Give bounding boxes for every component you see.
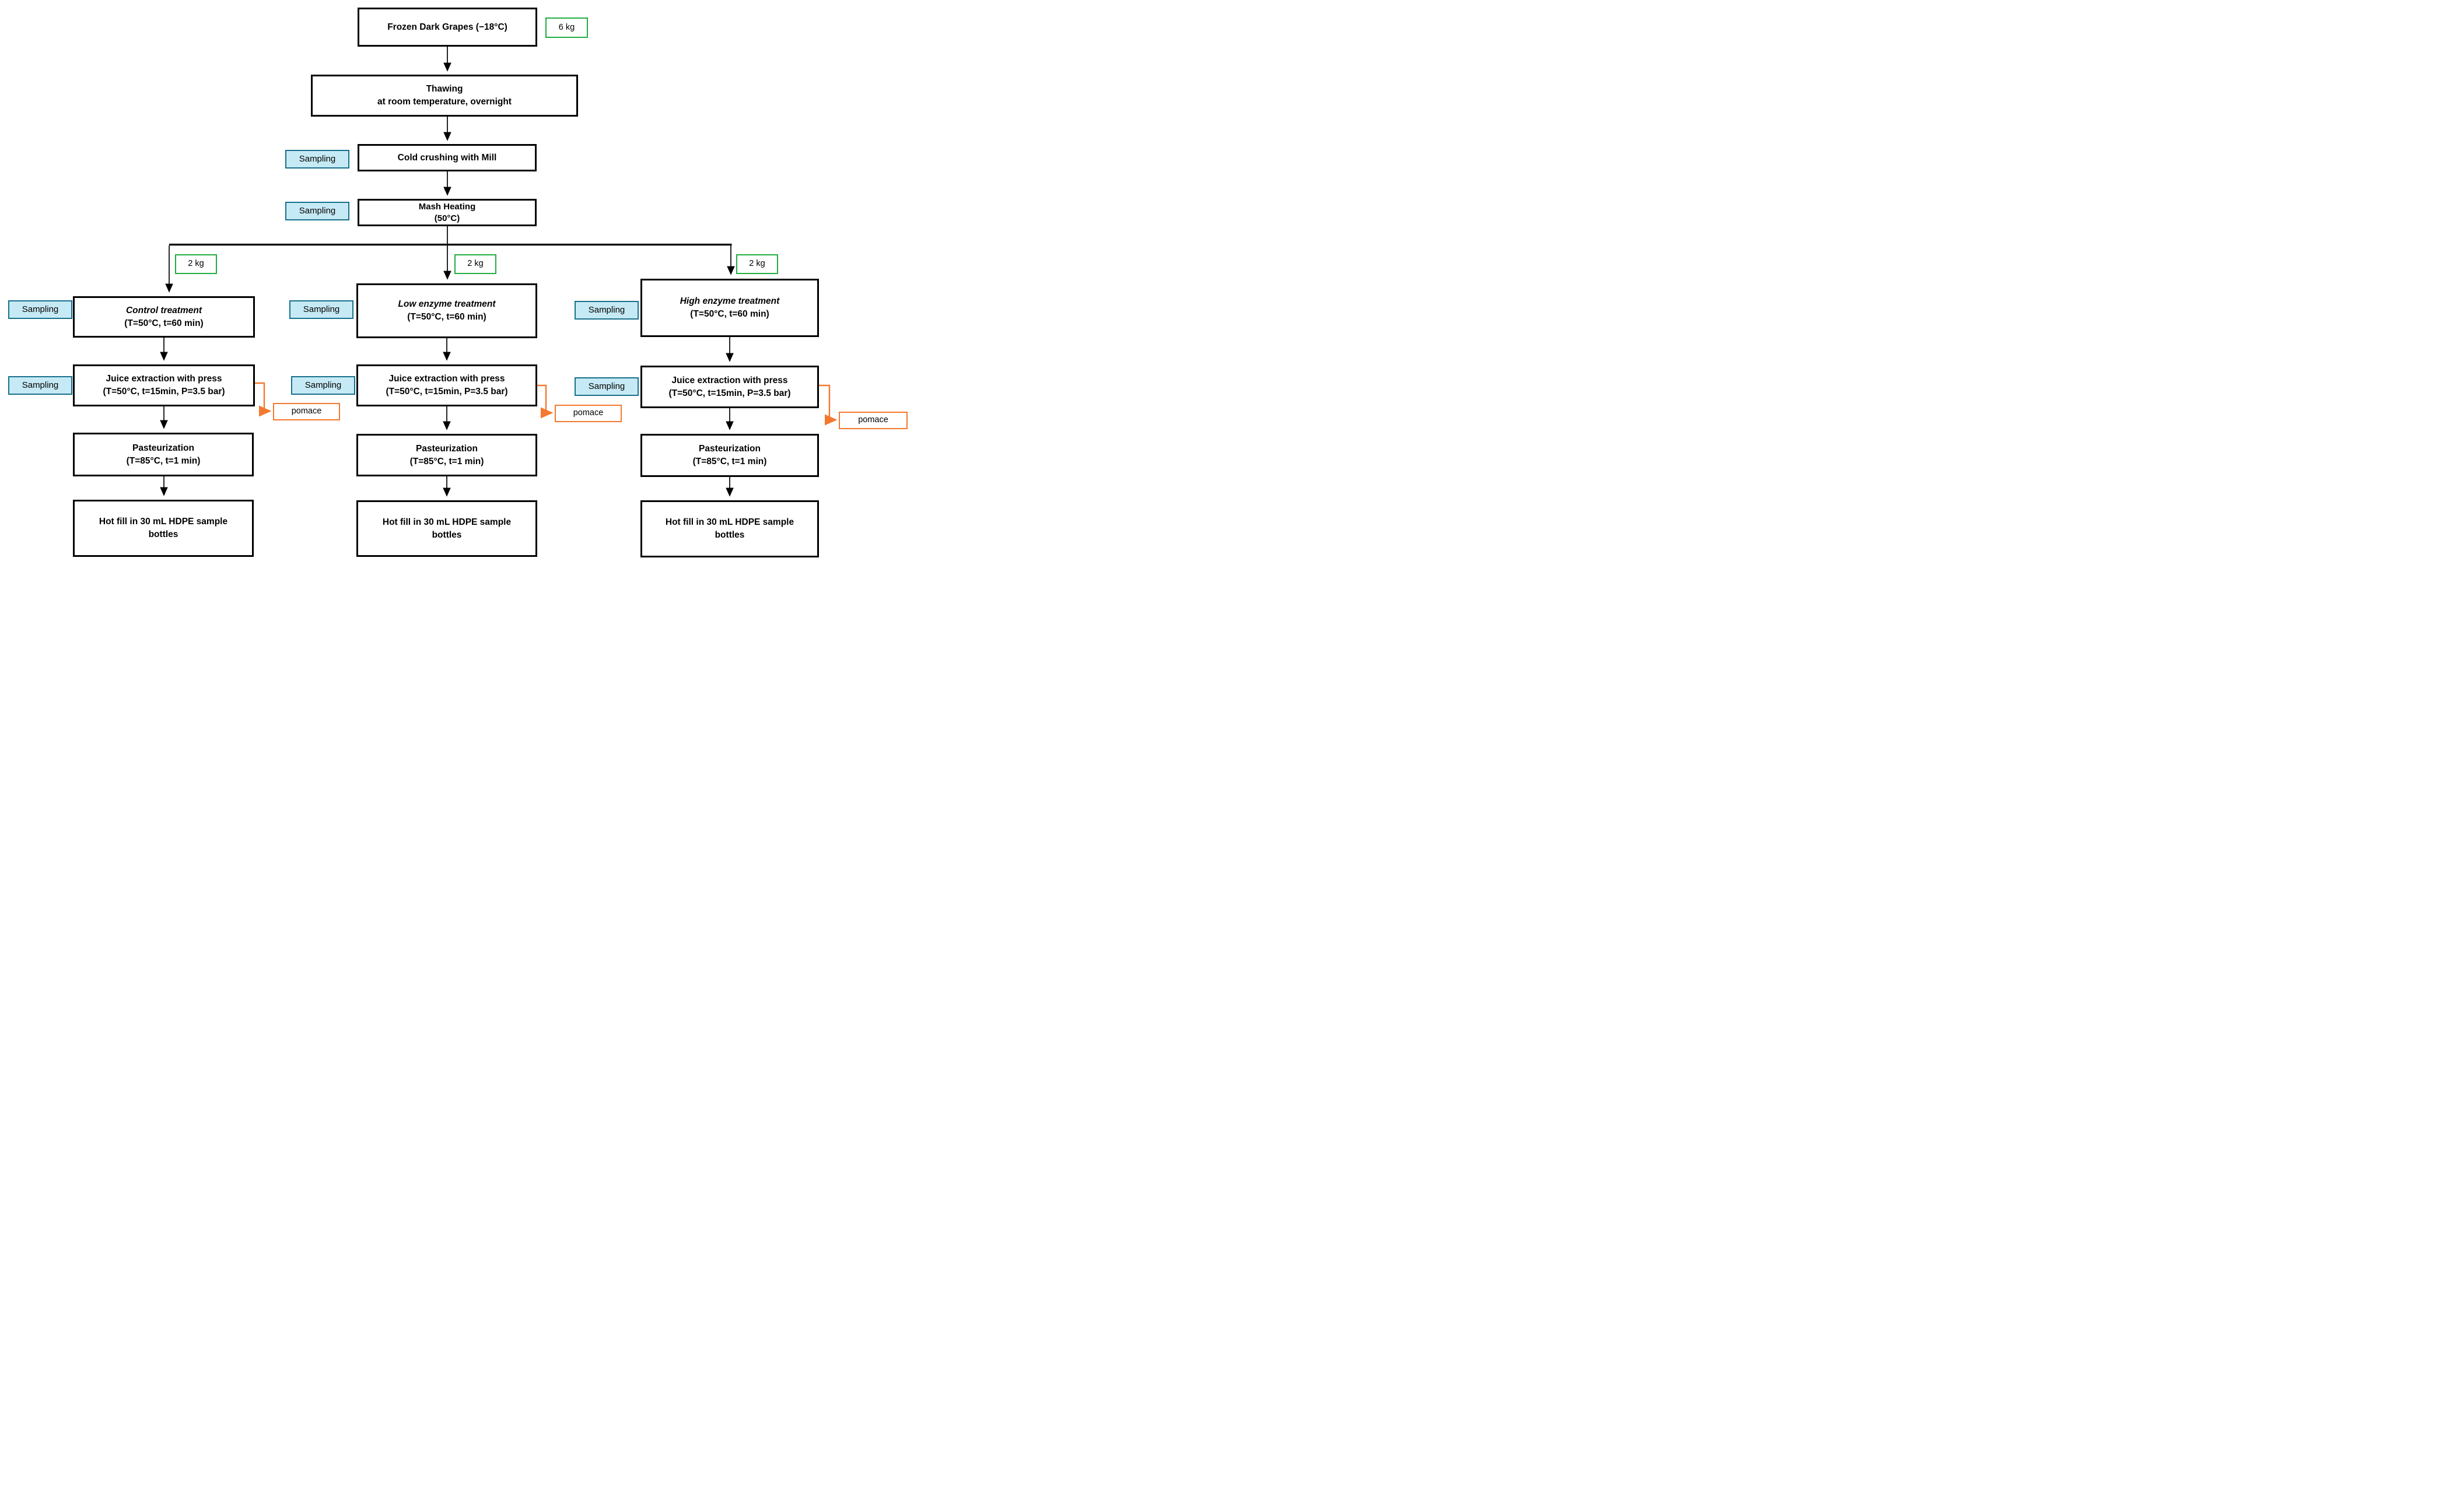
frozen-grapes-label: Frozen Dark Grapes (−18°C) [387, 22, 507, 32]
hot-fill-box-middle: Hot fill in 30 mL HDPE sample bottles [356, 500, 537, 557]
treatment-params: (T=50°C, t=60 min) [690, 309, 769, 319]
pasteurization-title: Pasteurization [416, 443, 478, 454]
connector-layer [160, 47, 838, 497]
sampling-label: Sampling [303, 304, 340, 314]
hot-fill-line2: bottles [432, 529, 462, 540]
pomace-label: pomace [291, 406, 322, 416]
treatment-params: (T=50°C, t=60 min) [407, 312, 486, 322]
process-flow-diagram: Frozen Dark Grapes (−18°C) 6 kg Thawing … [0, 0, 915, 563]
juice-title: Juice extraction with press [106, 374, 222, 384]
sampling-badge-juice-right: Sampling [575, 377, 639, 396]
hot-fill-line1: Hot fill in 30 mL HDPE sample [665, 517, 794, 527]
sampling-badge-mash-heating: Sampling [285, 202, 349, 220]
thawing-detail: at room temperature, overnight [377, 97, 512, 107]
pasteurization-params: (T=85°C, t=1 min) [409, 456, 484, 466]
sampling-badge-treatment-left: Sampling [8, 300, 72, 319]
cold-crushing-box: Cold crushing with Mill [358, 144, 537, 171]
sampling-badge-treatment-right: Sampling [575, 301, 639, 320]
hot-fill-box-right: Hot fill in 30 mL HDPE sample bottles [640, 500, 819, 557]
treatment-title: Control treatment [125, 305, 202, 315]
pasteurization-title: Pasteurization [699, 444, 761, 454]
total-mass-badge: 6 kg [545, 17, 588, 38]
juice-params: (T=50°C, t=15min, P=3.5 bar) [103, 387, 225, 397]
mash-heating-box: Mash Heating (50°C) [358, 199, 537, 226]
sampling-badge-treatment-middle: Sampling [289, 300, 353, 319]
hot-fill-line2: bottles [148, 529, 178, 539]
juice-title: Juice extraction with press [388, 374, 505, 384]
sampling-label: Sampling [304, 380, 342, 390]
pomace-label: pomace [858, 415, 888, 425]
split-mass-badge-middle: 2 kg [454, 254, 496, 274]
pomace-label: pomace [573, 408, 604, 418]
treatment-title: High enzyme treatment [680, 296, 780, 306]
sampling-label: Sampling [299, 153, 336, 164]
low-enzyme-treatment-box: Low enzyme treatment (T=50°C, t=60 min) [356, 283, 537, 338]
main-flow-arrows [160, 47, 735, 497]
pomace-arrows [255, 382, 838, 426]
hot-fill-box-left: Hot fill in 30 mL HDPE sample bottles [73, 500, 254, 557]
pasteurization-title: Pasteurization [132, 443, 194, 453]
control-treatment-box: Control treatment (T=50°C, t=60 min) [73, 296, 255, 338]
juice-title: Juice extraction with press [671, 375, 788, 385]
frozen-grapes-box: Frozen Dark Grapes (−18°C) [358, 8, 537, 47]
pasteurization-box-right: Pasteurization (T=85°C, t=1 min) [640, 434, 819, 477]
cold-crushing-label: Cold crushing with Mill [397, 152, 497, 163]
juice-extraction-box-middle: Juice extraction with press (T=50°C, t=1… [356, 364, 537, 406]
sampling-label: Sampling [22, 304, 59, 314]
split-mass-label: 2 kg [467, 259, 484, 269]
high-enzyme-treatment-box: High enzyme treatment (T=50°C, t=60 min) [640, 279, 819, 337]
thawing-box: Thawing at room temperature, overnight [311, 75, 578, 117]
pasteurization-params: (T=85°C, t=1 min) [692, 457, 767, 466]
treatment-params: (T=50°C, t=60 min) [124, 318, 204, 328]
juice-extraction-box-left: Juice extraction with press (T=50°C, t=1… [73, 364, 255, 406]
sampling-label: Sampling [588, 381, 625, 391]
sampling-badge-crushing: Sampling [285, 150, 349, 169]
juice-params: (T=50°C, t=15min, P=3.5 bar) [386, 387, 508, 397]
treatment-title: Low enzyme treatment [398, 299, 496, 309]
total-mass-label: 6 kg [558, 22, 575, 32]
juice-params: (T=50°C, t=15min, P=3.5 bar) [668, 388, 791, 398]
sampling-badge-juice-left: Sampling [8, 376, 72, 395]
sampling-label: Sampling [299, 205, 336, 216]
mash-heating-title: Mash Heating [418, 202, 476, 212]
split-mass-label: 2 kg [188, 259, 204, 269]
pasteurization-box-middle: Pasteurization (T=85°C, t=1 min) [356, 434, 537, 476]
pomace-box-left: pomace [273, 403, 340, 420]
pomace-box-middle: pomace [555, 405, 622, 422]
split-mass-badge-right: 2 kg [736, 254, 778, 274]
sampling-label: Sampling [22, 380, 59, 390]
thawing-title: Thawing [426, 84, 463, 94]
hot-fill-line2: bottles [715, 530, 745, 540]
mash-heating-temp: (50°C) [434, 213, 460, 223]
split-mass-badge-left: 2 kg [175, 254, 217, 274]
juice-extraction-box-right: Juice extraction with press (T=50°C, t=1… [640, 366, 819, 408]
hot-fill-line1: Hot fill in 30 mL HDPE sample [382, 517, 512, 527]
sampling-label: Sampling [588, 304, 625, 315]
split-mass-label: 2 kg [749, 259, 765, 269]
hot-fill-line1: Hot fill in 30 mL HDPE sample [99, 517, 228, 527]
pomace-box-right: pomace [839, 412, 908, 429]
pasteurization-params: (T=85°C, t=1 min) [126, 455, 201, 466]
sampling-badge-juice-middle: Sampling [291, 376, 355, 395]
pasteurization-box-left: Pasteurization (T=85°C, t=1 min) [73, 433, 254, 476]
